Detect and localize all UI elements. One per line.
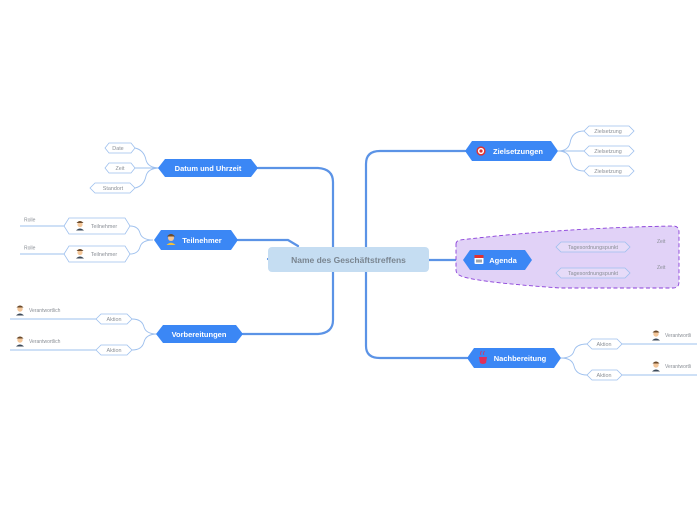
rolle-label-1: Rolle: [24, 218, 36, 224]
person-icon: [166, 234, 176, 245]
node-nachbereitung[interactable]: Nachbereitung: [467, 348, 561, 368]
subtopic-teilnehmer-2[interactable]: Teilnehmer: [63, 245, 131, 263]
node-datum-und-uhrzeit[interactable]: Datum und Uhrzeit: [158, 159, 258, 177]
svg-text:Zeit: Zeit: [116, 166, 125, 172]
node-vorbereitungen[interactable]: Vorbereitungen: [156, 325, 243, 343]
subtopic-vorbereitung-aktion-1[interactable]: Aktion: [95, 313, 133, 325]
svg-text:Verantwortlich: Verantwortlich: [29, 308, 61, 314]
connector-date: [134, 147, 161, 169]
connector-zielsetzungen: [364, 149, 467, 261]
node-agenda-label: Agenda: [489, 256, 517, 265]
person-icon: [16, 336, 24, 347]
svg-text:Aktion: Aktion: [107, 348, 122, 354]
connector-standort: [134, 167, 161, 189]
svg-text:Teilnehmer: Teilnehmer: [91, 252, 118, 258]
target-icon: [476, 146, 486, 156]
main-connectors: [236, 149, 469, 360]
svg-text:Zielsetzung: Zielsetzung: [594, 129, 622, 135]
node-agenda[interactable]: Agenda: [463, 250, 532, 270]
person-icon: [652, 330, 660, 341]
svg-text:Aktion: Aktion: [597, 373, 612, 379]
svg-text:Tagesordnungspunkt: Tagesordnungspunkt: [568, 245, 619, 251]
connector-aktion-2: [131, 333, 158, 351]
svg-text:Zielsetzung: Zielsetzung: [594, 149, 622, 155]
svg-text:Verantwortli: Verantwortli: [665, 364, 691, 370]
svg-text:Verantwortlich: Verantwortlich: [29, 339, 61, 345]
node-teilnehmer-label: Teilnehmer: [182, 236, 222, 245]
person-icon: [652, 361, 660, 372]
connector-ziel-1: [557, 130, 585, 152]
connector-vorbereitungen: [241, 260, 335, 336]
connector-nach-aktion-1: [560, 343, 588, 359]
subtopic-nachbereitung-aktion-1[interactable]: Aktion: [586, 338, 623, 350]
owner-nachbereitung-1: Verantwortli: [652, 330, 691, 341]
connector-teilnehmer-1: [129, 225, 154, 241]
owner-nachbereitung-2: Verantwortli: [652, 361, 691, 372]
svg-text:Verantwortli: Verantwortli: [665, 333, 691, 339]
svg-text:Tagesordnungspunkt: Tagesordnungspunkt: [568, 271, 619, 277]
person-icon: [76, 221, 84, 231]
node-datum-label: Datum und Uhrzeit: [175, 164, 242, 173]
subtopic-nachbereitung-aktion-2[interactable]: Aktion: [586, 369, 623, 381]
central-topic-label: Name des Geschäftstreffens: [291, 255, 406, 265]
agenda-zeit-2: Zeit: [657, 265, 666, 271]
svg-text:Standort: Standort: [103, 186, 124, 192]
rolle-label-2: Rolle: [24, 246, 36, 252]
connector-teilnehmer: [236, 238, 300, 248]
connector-nach-aktion-2: [560, 357, 588, 376]
svg-text:Zielsetzung: Zielsetzung: [594, 169, 622, 175]
svg-text:Aktion: Aktion: [597, 342, 612, 348]
subtopic-zielsetzung-2[interactable]: Zielsetzung: [583, 145, 635, 157]
connector-datum: [256, 166, 335, 261]
node-zielsetzungen[interactable]: Zielsetzungen: [465, 141, 558, 161]
person-icon: [16, 305, 24, 316]
svg-text:Teilnehmer: Teilnehmer: [91, 224, 118, 230]
node-zielsetzungen-label: Zielsetzungen: [493, 147, 543, 156]
owner-vorbereitung-2: Verantwortlich: [16, 336, 61, 347]
person-icon: [76, 249, 84, 259]
owner-vorbereitung-1: Verantwortlich: [16, 305, 61, 316]
subtopic-date[interactable]: Date: [104, 142, 136, 154]
subtopic-tagesordnungspunkt-2[interactable]: Tagesordnungspunkt: [555, 267, 631, 279]
agenda-zeit-1: Zeit: [657, 239, 666, 245]
connector-teilnehmer-2: [129, 239, 154, 255]
hot-beverage-icon: [479, 350, 487, 364]
subtopic-vorbereitung-aktion-2[interactable]: Aktion: [95, 344, 133, 356]
subtopic-zeit[interactable]: Zeit: [104, 162, 136, 174]
subtopic-standort[interactable]: Standort: [89, 182, 136, 194]
subtopic-tagesordnungspunkt-1[interactable]: Tagesordnungspunkt: [555, 241, 631, 253]
svg-text:Date: Date: [112, 146, 123, 152]
central-topic-node[interactable]: Name des Geschäftstreffens: [268, 247, 429, 272]
subtopic-teilnehmer-1[interactable]: Teilnehmer: [63, 217, 131, 235]
subtopic-zielsetzung-1[interactable]: Zielsetzung: [583, 125, 635, 137]
node-vorbereitungen-label: Vorbereitungen: [172, 330, 227, 339]
calendar-icon: [474, 255, 484, 264]
connector-nachbereitung: [364, 260, 469, 360]
svg-text:Aktion: Aktion: [107, 317, 122, 323]
connector-aktion-1: [131, 318, 158, 335]
subtopic-zielsetzung-3[interactable]: Zielsetzung: [583, 165, 635, 177]
node-nachbereitung-label: Nachbereitung: [494, 354, 547, 363]
connector-ziel-3: [557, 150, 585, 172]
node-teilnehmer[interactable]: Teilnehmer: [154, 230, 238, 250]
